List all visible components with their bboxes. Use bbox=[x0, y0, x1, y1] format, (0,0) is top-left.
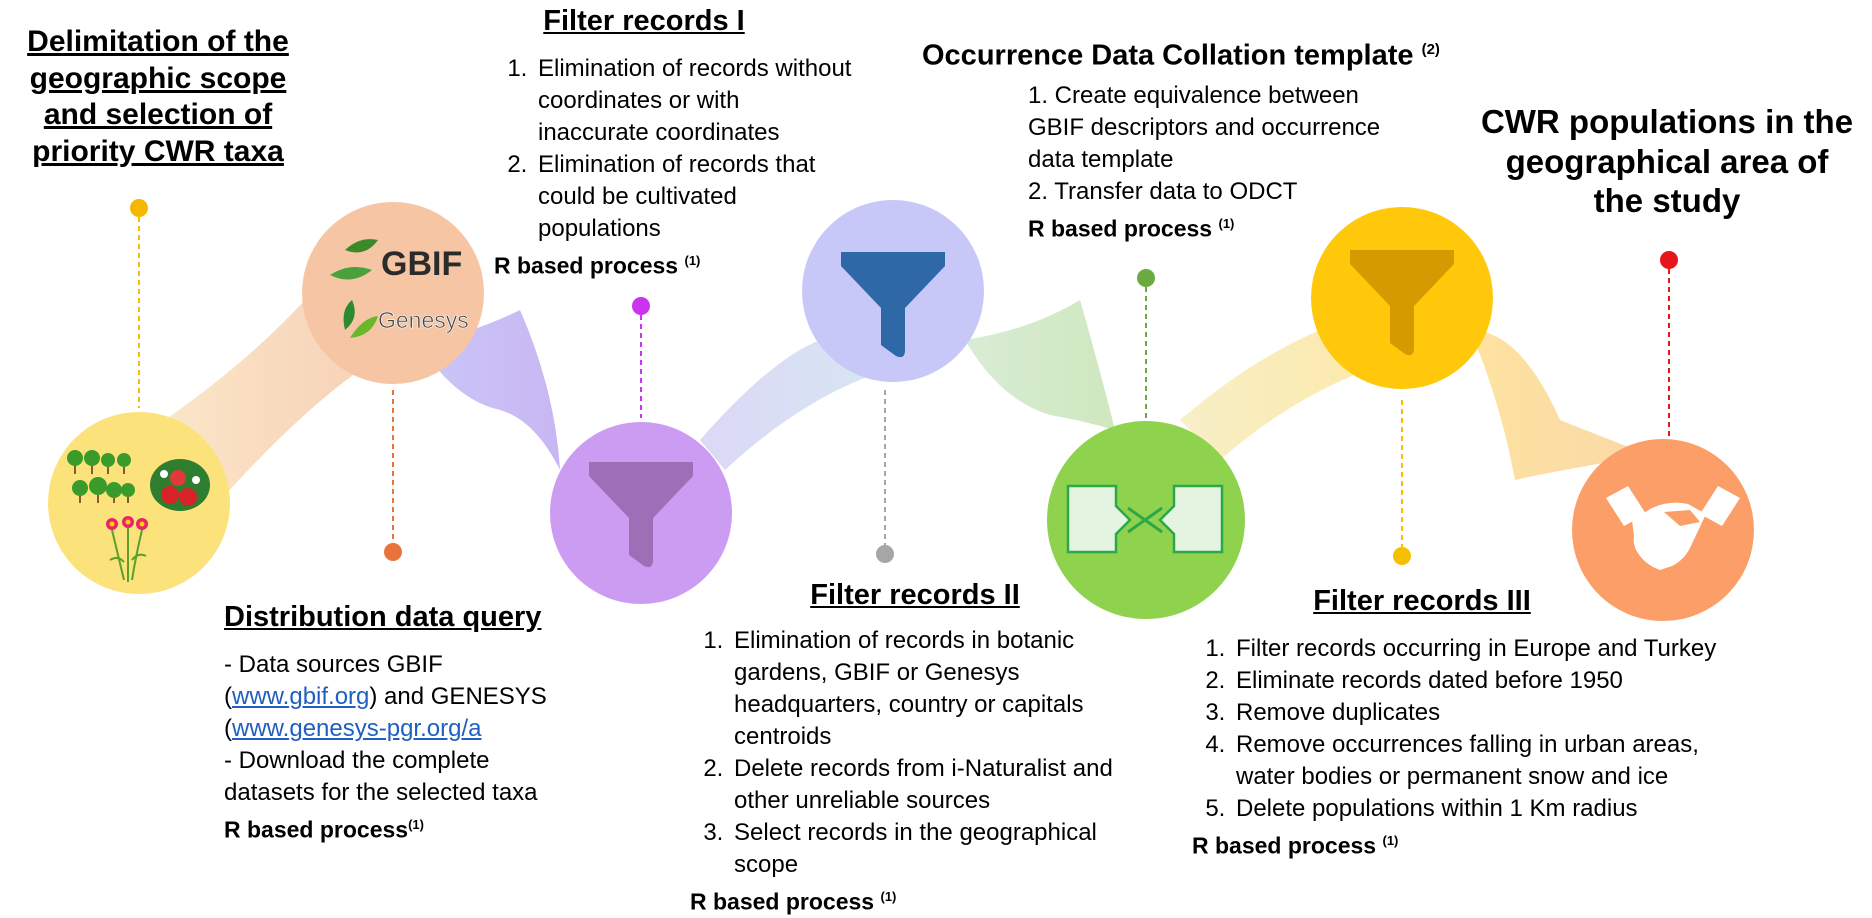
distribution-title: Distribution data query bbox=[224, 601, 542, 633]
handshake-icon bbox=[1606, 486, 1740, 570]
odct-line: GBIF descriptors and occurrence bbox=[1028, 113, 1381, 141]
delimitation-title: Delimitation of the geographic scope and… bbox=[8, 24, 308, 170]
filter2-title: Filter records II bbox=[810, 579, 1020, 611]
funnel-icon-4 bbox=[841, 252, 945, 358]
distribution-line: - Data sources GBIF bbox=[224, 651, 443, 679]
list-item: Filter records occurring in Europe and T… bbox=[1232, 633, 1752, 665]
gbif-genesys-logo bbox=[330, 239, 378, 338]
list-item: Eliminate records dated before 1950 bbox=[1232, 665, 1752, 697]
stage-circle-2 bbox=[302, 202, 484, 384]
dot-1 bbox=[130, 199, 148, 217]
odct-line: data template bbox=[1028, 145, 1174, 173]
filter1-block: Filter records I Elimination of records … bbox=[494, 4, 854, 282]
r-based-label: R based process (1) bbox=[494, 253, 701, 280]
odct-line: 1. Create equivalence between bbox=[1028, 81, 1359, 109]
list-item: Delete records from i-Naturalist and oth… bbox=[730, 753, 1140, 817]
dot-5 bbox=[1137, 269, 1155, 287]
funnel-icon-3 bbox=[589, 462, 693, 568]
gbif-logo-text: GBIF bbox=[381, 245, 462, 283]
odct-line: 2. Transfer data to ODCT bbox=[1028, 177, 1298, 205]
r-based-label: R based process (1) bbox=[1192, 833, 1399, 860]
list-item: Remove duplicates bbox=[1232, 697, 1752, 729]
dot-6 bbox=[1393, 547, 1411, 565]
list-item: Select records in the geographical scope bbox=[730, 817, 1140, 881]
odct-title: Occurrence Data Collation template (2) bbox=[922, 39, 1440, 72]
final-result-title: CWR populations in the geographical area… bbox=[1462, 102, 1872, 221]
ribbon-6-7 bbox=[1470, 330, 1650, 480]
r-based-label: R based process(1) bbox=[224, 817, 424, 844]
funnel-icon-6 bbox=[1350, 250, 1454, 356]
delimitation-title-line: and selection of bbox=[43, 98, 273, 132]
delimitation-title-line: priority CWR taxa bbox=[32, 134, 284, 168]
list-item: Elimination of records in botanic garden… bbox=[730, 625, 1140, 753]
list-item: Elimination of records without coordinat… bbox=[534, 53, 854, 149]
distribution-block: Distribution data query - Data sources G… bbox=[224, 600, 584, 846]
distribution-line: datasets for the selected taxa bbox=[224, 779, 538, 807]
final-title-line: the study bbox=[1593, 182, 1741, 220]
distribution-line: - Download the complete bbox=[224, 747, 490, 775]
filter3-list: Filter records occurring in Europe and T… bbox=[1192, 633, 1752, 825]
stage-circle-1 bbox=[48, 412, 230, 594]
filter2-block: Filter records II Elimination of records… bbox=[690, 578, 1140, 918]
data-transfer-icon bbox=[1066, 484, 1224, 554]
r-based-label: R based process (1) bbox=[1028, 215, 1235, 242]
filter2-list: Elimination of records in botanic garden… bbox=[690, 625, 1140, 881]
ribbon-4-5 bbox=[965, 300, 1115, 430]
dot-7 bbox=[1660, 251, 1678, 269]
r-based-label: R based process (1) bbox=[690, 889, 897, 916]
delimitation-title-line: Delimitation of the bbox=[27, 25, 289, 58]
final-title-line: CWR populations in the bbox=[1480, 103, 1854, 140]
dot-3 bbox=[632, 297, 650, 315]
list-item: Elimination of records that could be cul… bbox=[534, 149, 854, 245]
dot-4 bbox=[876, 545, 894, 563]
filter3-block: Filter records III Filter records occurr… bbox=[1192, 584, 1732, 862]
distribution-line: (www.gbif.org) and GENESYS bbox=[224, 683, 547, 711]
filter1-list: Elimination of records without coordinat… bbox=[494, 53, 854, 245]
genesys-link[interactable]: www.genesys-pgr.org/a bbox=[232, 715, 482, 743]
distribution-line: (www.genesys-pgr.org/a bbox=[224, 715, 482, 743]
odct-block: Occurrence Data Collation template (2) 1… bbox=[922, 30, 1502, 244]
list-item: Delete populations within 1 Km radius bbox=[1232, 793, 1752, 825]
odct-body: 1. Create equivalence between GBIF descr… bbox=[922, 80, 1502, 245]
final-title-line: geographical area of bbox=[1505, 142, 1829, 180]
ribbon-5-6 bbox=[1180, 330, 1390, 460]
trees-strawberry-flower-icon bbox=[67, 450, 210, 582]
filter3-title: Filter records III bbox=[1313, 585, 1531, 617]
ribbon-3-4 bbox=[700, 340, 880, 470]
list-item: Remove occurrences falling in urban area… bbox=[1232, 729, 1752, 793]
gbif-link[interactable]: www.gbif.org bbox=[232, 683, 370, 711]
filter1-title: Filter records I bbox=[543, 5, 745, 37]
genesys-logo-text: Genesys bbox=[378, 307, 469, 333]
dot-2 bbox=[384, 543, 402, 561]
delimitation-title-line: geographic scope bbox=[29, 61, 287, 95]
